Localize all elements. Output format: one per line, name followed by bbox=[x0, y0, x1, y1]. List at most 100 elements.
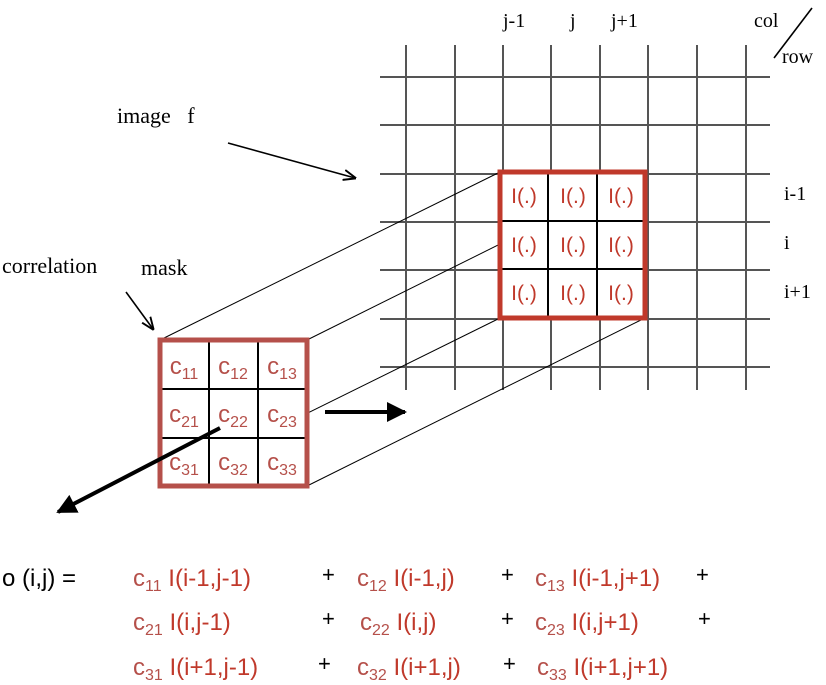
column-labels: j-1 j j+1 bbox=[502, 10, 638, 32]
mask-coef: c bbox=[218, 401, 230, 428]
equation-plus: + bbox=[318, 651, 331, 676]
image-cell-label: I(.) bbox=[560, 185, 586, 208]
row-header: row bbox=[782, 46, 814, 68]
mask-coef-sub: 23 bbox=[279, 414, 297, 431]
image-label-arrow bbox=[227, 142, 355, 178]
equation-term: c11 I(i-1,j-1) bbox=[133, 565, 251, 595]
mask-coef-sub: 22 bbox=[230, 414, 248, 431]
mask-coef: c bbox=[267, 449, 279, 476]
equation-coef: c bbox=[360, 609, 372, 636]
equation-term: c23 I(i,j+1) bbox=[535, 609, 639, 639]
mask-coef-sub: 21 bbox=[181, 414, 199, 431]
equation-image-term: I(i,j) bbox=[390, 609, 437, 636]
equation-coef-sub: 11 bbox=[145, 578, 162, 595]
mask-cell-label: c32 bbox=[218, 449, 248, 479]
equation-plus: + bbox=[322, 606, 335, 631]
image-cell-label: I(.) bbox=[511, 282, 537, 305]
equation-coef-sub: 32 bbox=[369, 667, 387, 684]
mask-label-arrow bbox=[125, 291, 153, 329]
image-cell-label: I(.) bbox=[560, 234, 586, 257]
mask-cell-label: c23 bbox=[267, 401, 297, 431]
correlation-label: correlation bbox=[2, 253, 97, 278]
mask-coef: c bbox=[218, 449, 230, 476]
image-cell-label: I(.) bbox=[608, 185, 634, 208]
col-label-j: j bbox=[569, 10, 576, 32]
equation-image-term: I(i-1,j-1) bbox=[162, 565, 251, 592]
equation-coef: c bbox=[133, 565, 145, 592]
row-labels: i-1 i i+1 bbox=[784, 183, 811, 303]
equation-coef: c bbox=[537, 654, 549, 681]
mask-cell-label: c12 bbox=[218, 353, 248, 383]
mask-coef-sub: 13 bbox=[279, 366, 297, 383]
equation-image-term: I(i,j-1) bbox=[163, 609, 231, 636]
equation-coef-sub: 21 bbox=[145, 622, 163, 639]
equation-plus: + bbox=[696, 562, 709, 587]
equation: c11 I(i-1,j-1)+c12 I(i-1,j)+c13 I(i-1,j+… bbox=[133, 562, 711, 684]
equation-term: c12 I(i-1,j) bbox=[357, 565, 455, 595]
mask-coef-sub: 33 bbox=[279, 462, 297, 479]
equation-coef: c bbox=[357, 565, 369, 592]
image-cell-label: I(.) bbox=[560, 282, 586, 305]
image-cell-label: I(.) bbox=[608, 234, 634, 257]
col-header: col bbox=[754, 10, 779, 32]
image-window bbox=[497, 169, 648, 321]
mask-cell-label: c33 bbox=[267, 449, 297, 479]
equation-image-term: I(i-1,j) bbox=[387, 565, 455, 592]
equation-coef-sub: 33 bbox=[549, 667, 567, 684]
mask-cell-label: c21 bbox=[169, 401, 199, 431]
equation-image-term: I(i+1,j-1) bbox=[163, 654, 258, 681]
mask-coef: c bbox=[170, 353, 182, 380]
col-row-header: col row bbox=[754, 7, 814, 68]
equation-plus: + bbox=[698, 606, 711, 631]
equation-term: c21 I(i,j-1) bbox=[133, 609, 231, 639]
equation-coef: c bbox=[133, 609, 145, 636]
equation-term: c33 I(i+1,j+1) bbox=[537, 654, 668, 684]
equation-image-term: I(i,j+1) bbox=[565, 609, 639, 636]
col-label-j+1: j+1 bbox=[610, 10, 638, 32]
equation-coef-sub: 23 bbox=[547, 622, 565, 639]
equation-term: c13 I(i-1,j+1) bbox=[535, 565, 660, 595]
equation-plus: + bbox=[322, 562, 335, 587]
col-row-divider bbox=[773, 7, 813, 59]
equation-lhs: o (i,j) = bbox=[2, 565, 76, 592]
image-cell-label: I(.) bbox=[608, 282, 634, 305]
equation-coef-sub: 31 bbox=[145, 667, 163, 684]
equation-image-term: I(i-1,j+1) bbox=[565, 565, 660, 592]
equation-plus: + bbox=[503, 651, 516, 676]
equation-coef-sub: 12 bbox=[369, 578, 387, 595]
image-cells: I(.) I(.) I(.) I(.) I(.) I(.) I(.) I(.) I(.) bbox=[511, 185, 634, 305]
mask-coef: c bbox=[218, 353, 230, 380]
equation-coef-sub: 22 bbox=[372, 622, 390, 639]
equation-term: c31 I(i+1,j-1) bbox=[133, 654, 258, 684]
equation-image-term: I(i+1,j) bbox=[387, 654, 461, 681]
image-cell-label: I(.) bbox=[511, 234, 537, 257]
row-label-i-1: i-1 bbox=[784, 183, 806, 205]
mask-label: mask bbox=[141, 255, 187, 280]
mask-coef: c bbox=[267, 401, 279, 428]
equation-term: c32 I(i+1,j) bbox=[357, 654, 461, 684]
equation-coef: c bbox=[535, 565, 547, 592]
mask-cell-label: c31 bbox=[169, 449, 199, 479]
correlation-mask bbox=[157, 337, 310, 489]
equation-coef-sub: 13 bbox=[547, 578, 565, 595]
equation-coef: c bbox=[133, 654, 145, 681]
mask-cell-label: c13 bbox=[267, 353, 297, 383]
equation-coef: c bbox=[535, 609, 547, 636]
mask-coef: c bbox=[169, 449, 181, 476]
mask-coef-sub: 32 bbox=[230, 462, 248, 479]
mask-cell-label: c11 bbox=[170, 353, 199, 383]
row-label-i+1: i+1 bbox=[784, 281, 811, 303]
mask-cell-label: c22 bbox=[218, 401, 248, 431]
mask-coef: c bbox=[169, 401, 181, 428]
mask-coef-sub: 12 bbox=[230, 366, 248, 383]
image-cell-label: I(.) bbox=[511, 185, 537, 208]
mask-coef: c bbox=[267, 353, 279, 380]
image-label: image f bbox=[117, 103, 195, 128]
equation-image-term: I(i+1,j+1) bbox=[567, 654, 668, 681]
equation-plus: + bbox=[501, 606, 514, 631]
mask-coef-sub: 31 bbox=[181, 462, 199, 479]
output-arrow bbox=[56, 426, 221, 514]
equation-term: c22 I(i,j) bbox=[360, 609, 436, 639]
mask-coef-sub: 11 bbox=[182, 366, 199, 383]
